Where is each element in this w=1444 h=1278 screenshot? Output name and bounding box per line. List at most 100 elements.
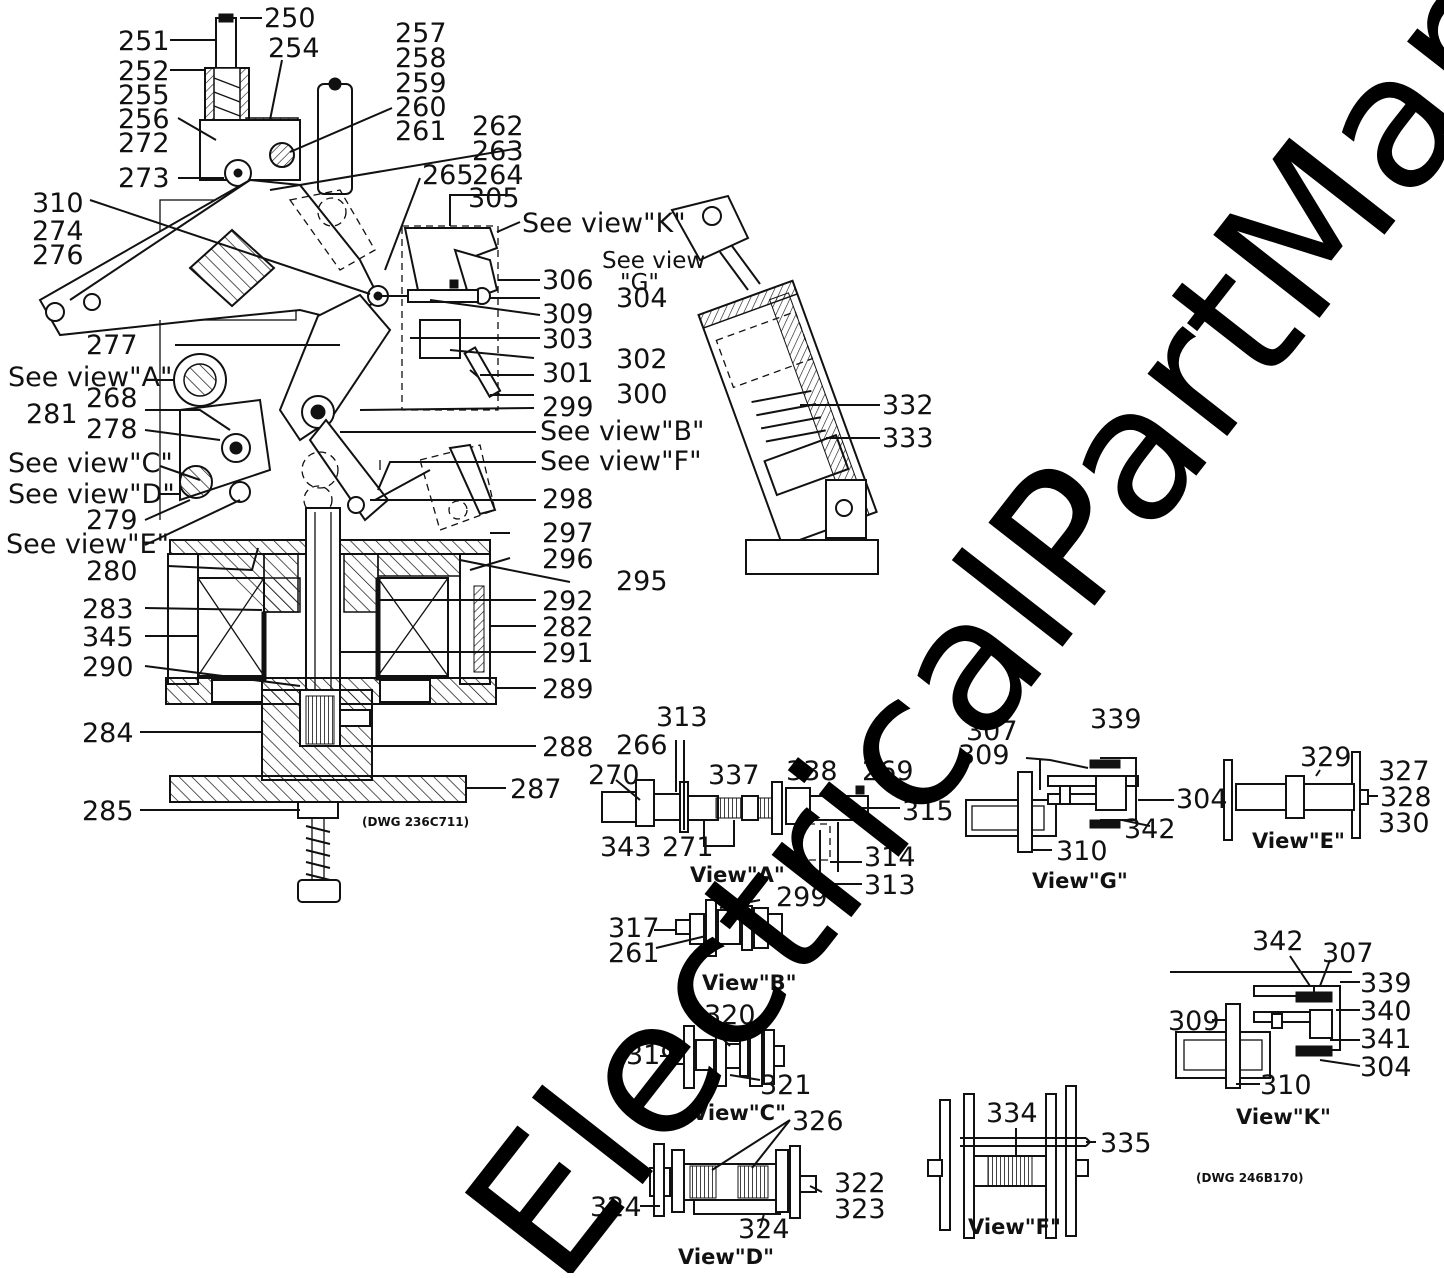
part-label-c319: 319 — [626, 1040, 678, 1071]
part-label-290: 290 — [82, 652, 134, 683]
main-mechanism — [38, 13, 880, 903]
part-label-345: 345 — [82, 622, 134, 653]
view-title-e: View"E" — [1252, 829, 1345, 853]
part-label-254: 254 — [268, 33, 320, 64]
part-label-b317: 317 — [608, 913, 660, 944]
view-title-f: View"F" — [968, 1215, 1061, 1239]
part-label-272: 272 — [118, 128, 170, 159]
part-label-291: 291 — [542, 638, 594, 669]
part-label-259: 259 — [395, 68, 447, 99]
callout-see-view-k: See view"K" — [522, 208, 686, 239]
part-label-277: 277 — [86, 330, 138, 361]
drawing-numbers: (DWG 236C711) (DWG 246B170) — [362, 815, 1303, 1185]
part-label-a313: 313 — [656, 702, 708, 733]
cam-linkage — [173, 293, 497, 531]
part-label-d326: 326 — [792, 1106, 844, 1137]
view-title-a: View"A" — [690, 863, 785, 887]
part-label-k341: 341 — [1360, 1024, 1412, 1055]
part-label-304: 304 — [616, 283, 668, 314]
view-title-d: View"D" — [678, 1245, 774, 1269]
view-d-drawing — [640, 1119, 823, 1229]
part-label-e327: 327 — [1378, 756, 1430, 787]
view-e-drawing — [1223, 751, 1378, 841]
view-f-drawing — [927, 1085, 1096, 1239]
view-title-b: View"B" — [702, 971, 797, 995]
part-label-257: 257 — [395, 18, 447, 49]
part-label-300: 300 — [616, 379, 668, 410]
part-label-255: 255 — [118, 80, 170, 111]
part-label-k340: 340 — [1360, 996, 1412, 1027]
part-label-310: 310 — [32, 188, 84, 219]
see-view-callouts: See view"K" See view "G" See view"A" See… — [6, 208, 705, 560]
view-title-c: View"C" — [692, 1101, 786, 1125]
view-b-drawing — [654, 899, 783, 957]
callout-see-view-a: See view"A" — [8, 362, 172, 393]
part-label-a338: 338 — [786, 756, 838, 787]
part-label-301: 301 — [542, 358, 594, 389]
part-label-g342: 342 — [1124, 814, 1176, 845]
part-label-298: 298 — [542, 484, 594, 515]
part-label-b261: 261 — [608, 938, 660, 969]
part-label-302: 302 — [616, 344, 668, 375]
part-label-265: 265 — [422, 160, 474, 191]
part-label-289: 289 — [542, 674, 594, 705]
part-label-332: 332 — [882, 390, 934, 421]
part-label-280: 280 — [86, 556, 138, 587]
view-k-drawing — [1170, 955, 1361, 1089]
view-title-k: View"K" — [1236, 1105, 1331, 1129]
part-label-e330: 330 — [1378, 808, 1430, 839]
part-label-299: 299 — [542, 392, 594, 423]
part-label-a266: 266 — [616, 730, 668, 761]
part-label-251: 251 — [118, 26, 170, 57]
part-label-295: 295 — [616, 566, 668, 597]
leader-lines — [69, 17, 880, 811]
part-label-279: 279 — [86, 505, 138, 536]
callout-see-view-g-line1: See view — [602, 248, 705, 274]
part-label-260: 260 — [395, 92, 447, 123]
part-label-284: 284 — [82, 718, 134, 749]
part-label-b299: 299 — [776, 882, 828, 913]
part-label-268: 268 — [86, 383, 138, 414]
part-label-250: 250 — [264, 3, 316, 34]
callout-see-view-c: See view"C" — [8, 448, 173, 479]
part-label-283: 283 — [82, 594, 134, 625]
part-label-a343: 343 — [600, 832, 652, 863]
part-label-303: 303 — [542, 324, 594, 355]
part-label-258: 258 — [395, 43, 447, 74]
part-label-g309: 309 — [958, 740, 1010, 771]
part-label-288: 288 — [542, 732, 594, 763]
part-label-256: 256 — [118, 104, 170, 135]
part-label-k342: 342 — [1252, 926, 1304, 957]
part-label-d324b: 324 — [738, 1214, 790, 1245]
part-label-g310: 310 — [1056, 836, 1108, 867]
part-label-263: 263 — [472, 136, 524, 167]
part-label-a337: 337 — [708, 760, 760, 791]
part-label-c320: 320 — [704, 1000, 756, 1031]
part-label-262: 262 — [472, 111, 524, 142]
part-label-278: 278 — [86, 414, 138, 445]
callout-see-view-g-line2: "G" — [620, 270, 659, 296]
dwg-number-views: (DWG 246B170) — [1196, 1171, 1303, 1185]
magnet-housing — [165, 507, 497, 903]
part-label-273: 273 — [118, 163, 170, 194]
part-label-296: 296 — [542, 544, 594, 575]
part-label-309: 309 — [542, 299, 594, 330]
part-label-305: 305 — [468, 183, 520, 214]
view-c-drawing — [660, 1025, 785, 1089]
part-label-a271: 271 — [662, 832, 714, 863]
view-g-drawing — [965, 757, 1174, 853]
callout-see-view-b: See view"B" — [540, 416, 704, 447]
callout-see-view-d: See view"D" — [8, 479, 175, 510]
part-label-281: 281 — [26, 399, 78, 430]
part-label-f334: 334 — [986, 1098, 1038, 1129]
part-label-d322: 322 — [834, 1168, 886, 1199]
main-lever — [38, 178, 455, 337]
part-label-f335: 335 — [1100, 1128, 1152, 1159]
part-label-d323: 323 — [834, 1194, 886, 1225]
part-label-e329: 329 — [1300, 742, 1352, 773]
part-label-264: 264 — [472, 160, 524, 191]
part-label-a314: 314 — [864, 842, 916, 873]
callout-see-view-e: See view"E" — [6, 529, 169, 560]
